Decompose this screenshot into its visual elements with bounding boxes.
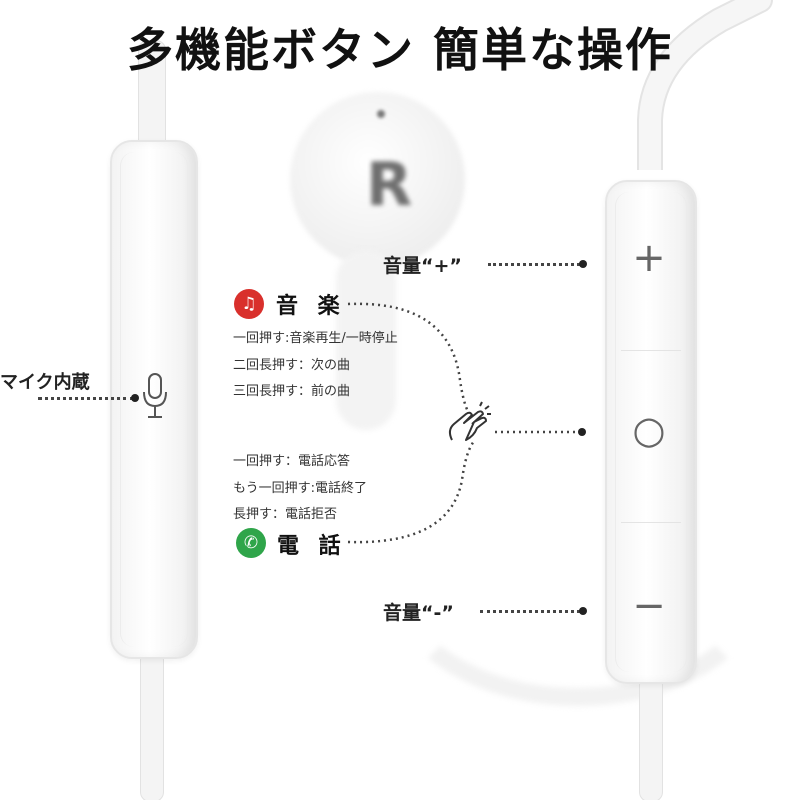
earbud-dot (377, 110, 385, 118)
volume-remote (605, 180, 697, 684)
volume-down-button[interactable]: − (632, 583, 666, 629)
multifunction-button[interactable]: ○ (632, 408, 666, 452)
music-instruction-1: 一回押す:音楽再生/一時停止 (233, 331, 398, 346)
music-instruction-3: 三回長押す：前の曲 (233, 384, 351, 399)
volume-down-label: 音量“-” (383, 602, 454, 624)
volume-up-label: 音量“+” (383, 255, 462, 277)
volume-down-leader-dot (579, 607, 587, 615)
call-heading: 電 話 (277, 534, 347, 559)
call-instruction-1: 一回押す：電話応答 (233, 454, 351, 469)
right-cable-curve (637, 0, 773, 170)
earbud (290, 92, 465, 267)
left-cable-top (138, 40, 166, 152)
left-cable-bottom (140, 650, 164, 800)
remote-divider-lower (621, 522, 681, 523)
phone-icon: ✆ (236, 528, 266, 558)
page-title: 多機能ボタン 簡単な操作 (126, 23, 673, 77)
mic-leader-line (38, 397, 134, 400)
volume-remote-inner (615, 192, 687, 672)
music-heading: 音 楽 (276, 294, 346, 319)
tap-hand-icon (448, 401, 491, 441)
right-cable-bottom (639, 675, 663, 800)
music-instruction-2: 二回長押す：次の曲 (233, 358, 351, 373)
remote-divider-upper (621, 350, 681, 351)
mic-leader-dot (131, 394, 139, 402)
volume-up-button[interactable]: + (632, 235, 666, 281)
earbud-stem (336, 250, 396, 430)
mic-label: マイク内蔵 (0, 372, 90, 393)
connector-arcs (347, 302, 586, 544)
volume-up-leader-dot (579, 260, 587, 268)
volume-up-leader-line (488, 263, 580, 266)
music-note-icon: ♫ (234, 289, 264, 319)
volume-down-leader-line (480, 610, 580, 613)
call-instruction-3: 長押す：電話拒否 (233, 507, 338, 522)
microphone-icon (143, 373, 167, 418)
call-instruction-2: もう一回押す:電話終了 (233, 481, 367, 496)
earbud-letter: R (366, 150, 413, 220)
